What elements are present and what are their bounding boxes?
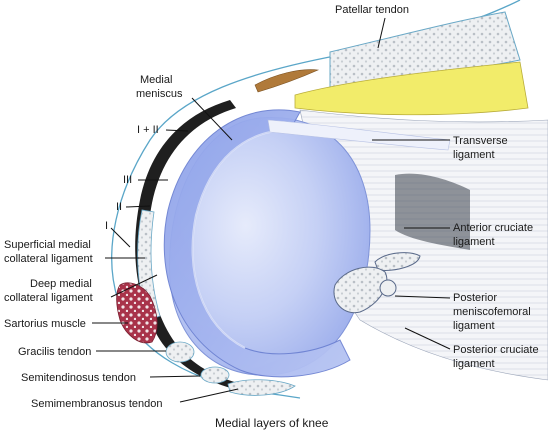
label-meniscofemoral-1: Posterior [453, 292, 497, 304]
label-patellar-tendon: Patellar tendon [335, 4, 409, 16]
leader-deep-mcl [110, 274, 158, 298]
label-acl-1: Anterior cruciate [453, 222, 533, 234]
leader-layer-ii [125, 205, 151, 208]
label-gracilis: Gracilis tendon [18, 346, 91, 358]
label-semimembranosus: Semimembranosus tendon [31, 398, 162, 410]
label-deep-mcl-1: Deep medial [30, 278, 92, 290]
brown-layer [254, 69, 320, 93]
label-transverse-1: Transverse [453, 135, 508, 147]
label-meniscofemoral-3: ligament [453, 320, 495, 332]
leader-semitendinosus [149, 375, 201, 378]
leader-semimembranosus [179, 388, 239, 403]
label-superficial-mcl-2: collateral ligament [4, 253, 93, 265]
label-pcl-1: Posterior cruciate [453, 344, 539, 356]
label-layer-i-ii: I + II [137, 124, 159, 136]
label-deep-mcl-2: collateral ligament [4, 292, 93, 304]
dark-notch [395, 173, 470, 250]
label-semitendinosus: Semitendinosus tendon [21, 372, 136, 384]
leader-layer-i-ii [165, 129, 189, 132]
leader-medial-meniscus [191, 97, 233, 141]
label-medial-meniscus-2: meniscus [136, 88, 183, 100]
pcl-shape [379, 279, 397, 297]
label-sartorius: Sartorius muscle [4, 318, 86, 330]
gracilis-shape [165, 341, 195, 363]
leader-patellar-tendon [377, 17, 386, 49]
acl-shape [374, 252, 421, 271]
semitendinosus-shape [200, 366, 230, 384]
label-medial-meniscus-1: Medial [140, 74, 172, 86]
label-meniscofemoral-2: meniscofemoral [453, 306, 531, 318]
label-layer-iii: III [123, 174, 132, 186]
transverse-ligament-shape [267, 119, 451, 151]
fat-pad [294, 61, 529, 116]
caption: Medial layers of knee [215, 416, 329, 430]
semimembranosus-shape [227, 379, 296, 396]
leader-layer-i [110, 227, 131, 248]
sartorius-shape [116, 282, 158, 344]
label-transverse-2: ligament [453, 149, 495, 161]
label-layer-i: I [105, 220, 108, 232]
leader-pcl [404, 327, 451, 350]
meniscofemoral-shape [333, 266, 388, 314]
label-acl-2: ligament [453, 236, 495, 248]
label-pcl-2: ligament [453, 358, 495, 370]
label-layer-ii: II [116, 201, 122, 213]
meniscus-edge [191, 129, 291, 349]
leader-meniscofemoral [394, 295, 451, 299]
label-superficial-mcl-1: Superficial medial [4, 239, 91, 251]
